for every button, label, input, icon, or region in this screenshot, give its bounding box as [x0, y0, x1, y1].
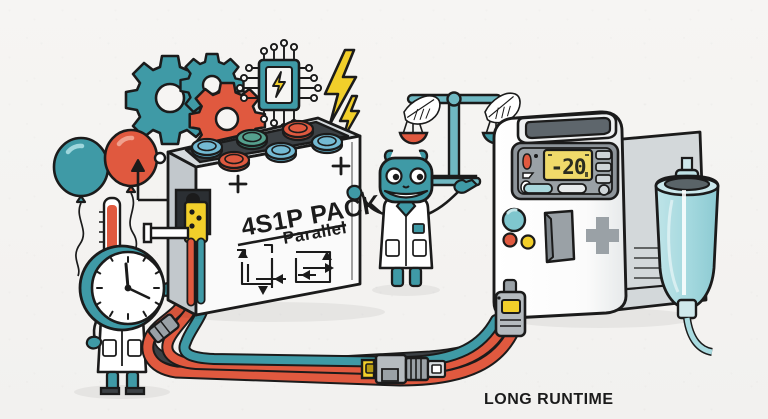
robot-hand-right [453, 178, 479, 194]
parallel-circuit-diagram [237, 243, 334, 295]
lightning-bolt-large-icon [323, 48, 358, 126]
robot-hand-left [346, 184, 363, 201]
round-button-teal[interactable] [501, 207, 527, 233]
round-button-red[interactable] [502, 232, 518, 248]
machine-lcd-screen [542, 148, 594, 182]
cap-rear-right [281, 119, 315, 142]
lightning-bolt-small-icon [338, 94, 361, 141]
cap-front-left [217, 150, 251, 173]
battery-pack: 4S1P PACK Parallel [131, 116, 385, 322]
balance-scale-icon [398, 89, 526, 187]
battery-cell-caps [190, 119, 344, 173]
robot-head-icon [378, 149, 434, 204]
balloon-teal [52, 136, 110, 277]
inline-connector-yellow [360, 353, 447, 385]
small-hose-clamp [147, 313, 180, 344]
round-button-yellow[interactable] [520, 234, 536, 250]
clock-head-icon [78, 244, 166, 332]
battery-terminal-connector [142, 188, 212, 244]
measure-arrow-icon [131, 151, 186, 202]
collection-canister [654, 156, 720, 356]
microchip-icon [235, 38, 323, 132]
cap-rear-left [190, 137, 224, 160]
suction-machine: -20 [492, 110, 720, 356]
panel-key-right[interactable] [557, 183, 587, 194]
panel-soft-keys[interactable] [595, 150, 612, 196]
cap-rear-mid [235, 128, 269, 151]
caption-long-runtime: LONG RUNTIME [484, 391, 614, 408]
clock-character [52, 128, 181, 399]
vertical-connector-module [494, 278, 527, 338]
machine-display-value: -20 [551, 155, 586, 179]
terminal-plus-right [331, 156, 351, 176]
cap-front-mid [264, 141, 298, 164]
panel-key-left[interactable] [523, 183, 553, 194]
terminal-plus-left [228, 174, 248, 194]
medical-cross-icon [586, 217, 619, 254]
robot-character [346, 149, 479, 296]
cap-front-right [310, 132, 344, 155]
machine-control-panel: -20 [510, 141, 620, 201]
